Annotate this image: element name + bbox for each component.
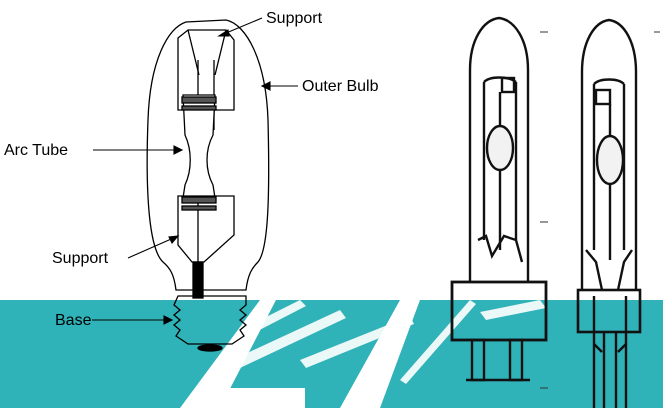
stripe-hatch-5	[400, 300, 476, 384]
arrowhead-support-bottom	[168, 235, 180, 244]
stripe-hatch-4	[480, 300, 546, 320]
lamp-photo-right-envelope	[580, 18, 638, 290]
stripe-hatch-1	[240, 300, 306, 336]
label-support-bottom: Support	[52, 250, 109, 267]
bottom-support-frame	[177, 195, 235, 263]
lamp-photo-right	[576, 18, 642, 408]
arrowhead-arc-tube	[173, 145, 184, 155]
lamp-photo-right-arc-tube	[595, 134, 625, 186]
base-contact	[197, 344, 223, 352]
lamp-photo-left-base	[450, 280, 548, 342]
arrowhead-base	[163, 315, 174, 325]
stripe-left	[0, 300, 260, 408]
outer-bulb-outline	[146, 19, 270, 291]
leader-support-bottom	[127, 235, 179, 259]
callout-leaders	[92, 17, 298, 325]
lamp-photo-right-pinch	[585, 249, 633, 291]
lead-wire-right	[214, 29, 227, 76]
arrowhead-support-top	[217, 29, 230, 37]
lamp-photo-left	[450, 16, 548, 382]
label-support-top: Support	[266, 10, 323, 27]
stripe-hatch-3	[300, 316, 414, 368]
photo-edge-marks	[540, 31, 660, 389]
lamp-photo-right-top-wire	[593, 78, 625, 85]
screw-base	[172, 295, 248, 345]
lamp-cross-section	[146, 19, 270, 352]
lamp-photo-left-arc-tube	[485, 124, 515, 172]
stem-press	[192, 261, 204, 299]
lamp-photo-right-clip	[594, 88, 612, 106]
lead-wire-left	[187, 29, 200, 76]
label-arc-tube: Arc Tube	[4, 142, 68, 159]
label-outer-bulb: Outer Bulb	[302, 78, 379, 95]
label-base: Base	[55, 312, 92, 329]
seal-band-bottom-1	[181, 196, 217, 204]
seal-band-top-1	[181, 96, 217, 104]
stripe-hatch-2	[232, 310, 346, 368]
decorative-stripe-band	[0, 300, 663, 408]
seal-band-top-2	[181, 105, 217, 111]
arrowhead-outer-bulb	[260, 81, 271, 91]
lamp-photo-right-base	[576, 288, 642, 334]
seal-band-bottom-2	[181, 205, 217, 211]
white-patch	[205, 388, 305, 408]
lamp-photo-left-clip	[500, 76, 516, 94]
lamp-photo-left-pinch	[477, 234, 524, 263]
lamp-photo-left-envelope	[468, 16, 530, 282]
lamp-photo-right-pin-kink	[593, 343, 627, 353]
